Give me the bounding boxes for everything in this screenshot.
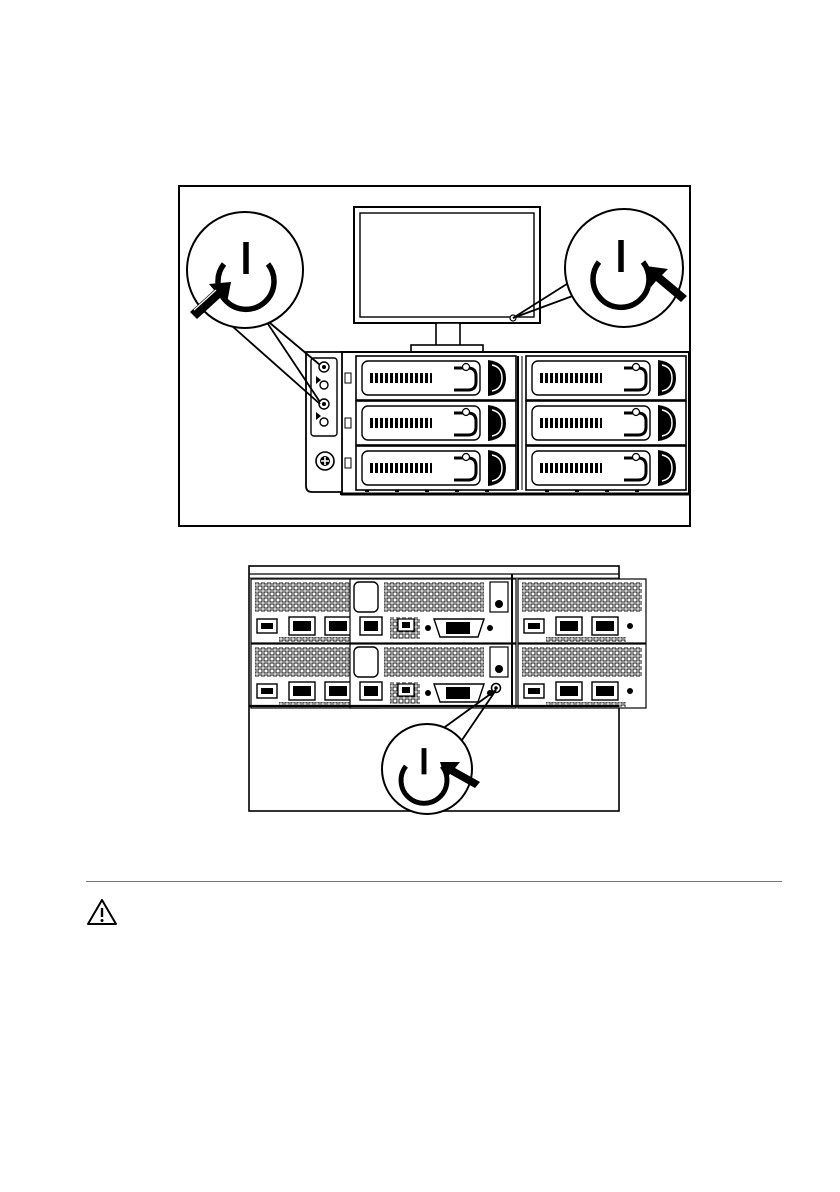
rear-view-figure <box>0 540 840 830</box>
warning-triangle-icon <box>86 898 118 926</box>
front-view-figure <box>0 0 840 540</box>
server-chassis-rear <box>249 574 646 708</box>
server-chassis-front <box>341 352 689 494</box>
section-divider <box>86 881 782 882</box>
